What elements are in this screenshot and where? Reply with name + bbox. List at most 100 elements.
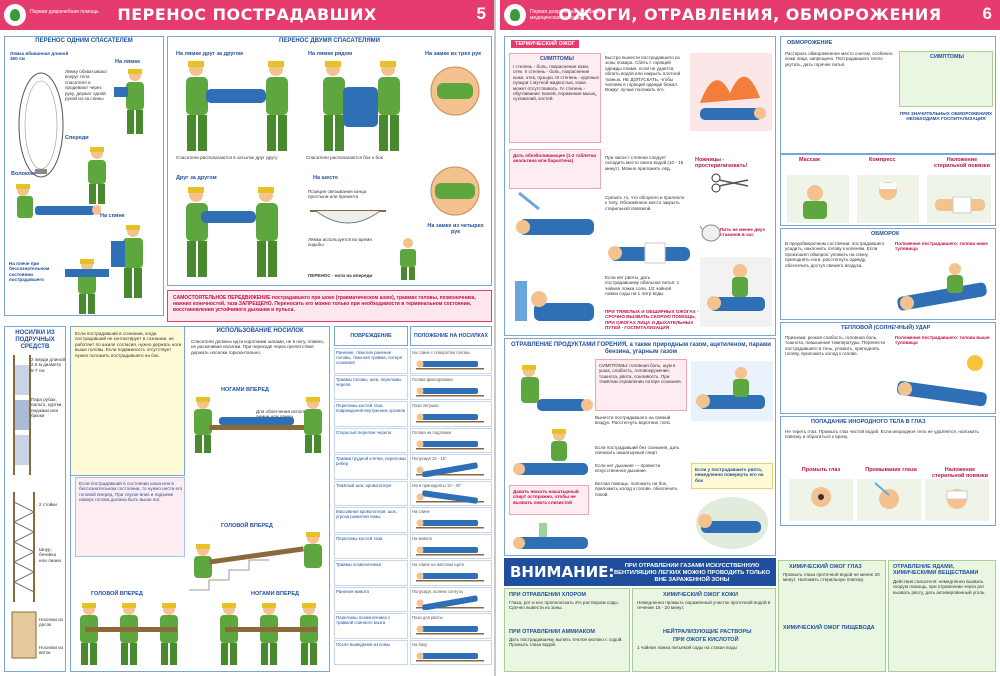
improvised-stretchers-section: НОСИЛКИ ИЗ ПОДРУЧНЫХ СРЕДСТВ 2 жерди дли…: [4, 326, 66, 672]
step-text: Беглая помощь: положить на бок, приложит…: [595, 481, 678, 497]
two-rescuers-figure-icon: [323, 61, 400, 151]
info-text: Если пострадавший в сознании, когда пост…: [75, 331, 182, 358]
table-cell-injury: Переломы костей таза: [334, 533, 408, 559]
strap-note: Лямку обхватывают вокруг тела спасателя …: [65, 69, 108, 102]
thermal-burn-section: ТЕРМИЧЕСКИЙ ОЖОГ СИМПТОМЫ I степень - бо…: [504, 36, 776, 336]
hospital-note: ПРИ ЗНАЧИТЕЛЬНЫХ ОБМОРОЖЕНИЯХ НЕОБХОДИМА…: [899, 111, 993, 122]
eye-treatment-icon: [789, 479, 989, 521]
poster-title: ОЖОГИ, ОТРАВЛЕНИЯ, ОБМОРОЖЕНИЯ: [558, 5, 942, 24]
smelling-salts-icon: [513, 523, 588, 549]
caption: Лямка используется во время ходьбы: [308, 237, 372, 248]
section-text: Дать пострадавшему выпить теплое молоко …: [509, 637, 623, 648]
action-label: Наложение стерильной повязки: [931, 467, 989, 479]
stretcher-position-icon: [416, 440, 484, 449]
org-label: Первая доврачебная и первая медицинская …: [530, 9, 601, 21]
stretcher-stairs-icon: [189, 532, 322, 591]
method-label: На спине: [100, 213, 125, 219]
cold-water-icon: [516, 191, 594, 235]
poster-number: 6: [982, 4, 992, 23]
stretcher-label: 2 жерди длиной 2,5 м диаметр 5-7 см: [31, 357, 65, 373]
heatstroke-section: ТЕПЛОВОЙ (СОЛНЕЧНЫЙ) УДАР Признаки: резк…: [780, 322, 996, 414]
section-title: ОБМОРОЖЕНИЕ: [787, 40, 833, 46]
section-title: ХИМИЧЕСКИЙ ОЖОГ КОЖИ: [663, 592, 738, 598]
strap-diagram-icon: [18, 72, 64, 178]
frostbite-section: ОБМОРОЖЕНИЕ Растирать обмороженное место…: [780, 36, 996, 154]
section-text: Действия спасателя: немедленно вызвать с…: [893, 579, 986, 595]
position-label: На животе: [412, 535, 433, 541]
section-text: Промыть глаза проточной водой не менее 2…: [783, 572, 880, 583]
method-label: На лямке: [115, 59, 141, 65]
table-cell-position: Поза для рвоты: [410, 613, 492, 639]
stretcher-position-icon: [416, 572, 484, 582]
section-text: 1 чайная ложка питьевой соды на стакан в…: [637, 645, 737, 650]
section-title: ПРИ ОТРАВЛЕНИИ ХЛОРОМ: [509, 592, 586, 598]
position-note: Положение пострадавшего: голова ниже тул…: [895, 241, 988, 252]
symptoms-box: СИМПТОМЫ: головная боль, шум в ушах, сла…: [595, 359, 687, 411]
rescuer-figure-icon: [400, 238, 416, 280]
method-label: На замке из четырех рук: [427, 223, 484, 235]
table-cell-injury: Травмы позвоночника: [334, 560, 408, 586]
caption: Спасатели располагаются бок о бок: [306, 155, 383, 160]
two-rescuers-figure-icon: [186, 187, 278, 277]
hands-lock-icon: [430, 66, 480, 116]
table-cell-injury: Травмы головы, шеи, переломы черепа: [334, 374, 408, 400]
table-cell-position: Полусидя 10 - 15°: [410, 454, 492, 480]
position-label: На боку: [412, 641, 428, 647]
section-title: ОБМОРОК: [871, 231, 900, 237]
frostbite-text: Растирать обмороженное место снегом, осо…: [785, 51, 893, 67]
section-title: ИСПОЛЬЗОВАНИЕ НОСИЛОК: [216, 328, 304, 334]
step-text: Если нет дыхания — провести искусственно…: [595, 463, 661, 474]
poster-transport: Первая доврачебная помощь ПЕРЕНОС ПОСТРА…: [0, 0, 496, 676]
direction-label: ГОЛОВОЙ ВПЕРЕД: [91, 591, 143, 597]
stretcher-jacket-icon: [13, 355, 31, 475]
stretcher-team-icon: [80, 603, 318, 665]
position-label: Поза лягушки: [412, 403, 439, 408]
blue-info: Если пострадавший в состоянии шока или в…: [75, 477, 185, 557]
table-cell-injury: Ранение, тяжелое ранение головы, тяжелая…: [334, 348, 408, 374]
method-label: На лямке рядом: [308, 51, 353, 57]
stretcher-label: Пара рубах, пальто, куртки, пиджаки или …: [31, 397, 63, 419]
poster-burns: Первая доврачебная и первая медицинская …: [500, 0, 1000, 676]
stretcher-position-icon: [416, 546, 484, 555]
poisoning-section: ОТРАВЛЕНИЕ ЯДАМИ, ХИМИЧЕСКИМИ ВЕЩЕСТВАМИ…: [888, 560, 996, 672]
method-label: Волоком: [11, 171, 36, 177]
table-cell-injury: Открытый перелом черепа: [334, 427, 408, 453]
position-label: Поза для рвоты: [412, 615, 443, 620]
stretcher-label: Носилки из веток: [39, 645, 63, 656]
direction-label: НОГАМИ ВПЕРЕД: [251, 591, 299, 597]
section-title: ПЕРЕНОС ОДНИМ СПАСАТЕЛЕМ: [35, 38, 133, 44]
table-cell-position: Голова на подложке: [410, 427, 492, 453]
step-text: Если нет рвоты, дать пострадавшему обиль…: [605, 275, 680, 297]
action-label: Массаж: [799, 157, 820, 163]
drink-note: Пить не менее двух стаканов в час: [720, 227, 765, 238]
table-cell-injury: Травма грудной клетки, переломы ребер: [334, 454, 408, 480]
skin-chemical-section: ХИМИЧЕСКИЙ ОЖОГ КОЖИ Немедленно промыть …: [632, 588, 776, 672]
table-cell-position: Поза лягушки: [410, 401, 492, 427]
self-movement-warning: САМОСТОЯТЕЛЬНОЕ ПЕРЕДВИЖЕНИЕ пострадавше…: [167, 290, 492, 322]
table-cell-injury: Переломы костей таза, повреждения внутре…: [334, 401, 408, 427]
frostbite-actions: Массаж Компресс Наложение стерильной пов…: [780, 154, 996, 226]
teapot-icon: [700, 224, 721, 242]
symptoms-title: СИМПТОМЫ: [930, 54, 964, 60]
section-text: Глаза, рот и нос прополоскать 2% раствор…: [509, 600, 619, 611]
caption: ПЕРЕНОС - ноги на впереди: [308, 273, 373, 278]
poster-number: 5: [476, 4, 486, 23]
stretcher-position-icon: [416, 625, 484, 635]
rescuer-figure-icon: [65, 259, 109, 314]
rescuer-figure-icon: [111, 225, 143, 298]
position-label: Ноги приподняты 10 - 40°: [412, 482, 462, 488]
stretcher-label: Шнур, бечевка или лиана: [39, 547, 61, 563]
warning-text: Давать нюхать нашатырный спирт осторожно…: [513, 489, 579, 505]
symptoms-text: СИМПТОМЫ: головная боль, шум в ушах, сла…: [599, 363, 682, 385]
stretcher-carry-icon: [194, 397, 322, 453]
victim-air-icon: [691, 361, 773, 421]
section-title: ПРИ ОТРАВЛЕНИИ АММИАКОМ: [509, 629, 595, 635]
stretcher-position-icon: [416, 360, 484, 370]
eye-text: Не тереть глаз. Промыть глаз чистой водо…: [785, 429, 979, 440]
position-label: Голова на подложке: [412, 429, 452, 435]
heatstroke-position-icon: [897, 355, 987, 407]
method-label: На лямке друг за другом: [176, 51, 243, 57]
cpr-icon: [700, 257, 772, 327]
position-label: На спине: [412, 509, 430, 514]
table-cell-position: Голова фиксирована: [410, 374, 492, 400]
